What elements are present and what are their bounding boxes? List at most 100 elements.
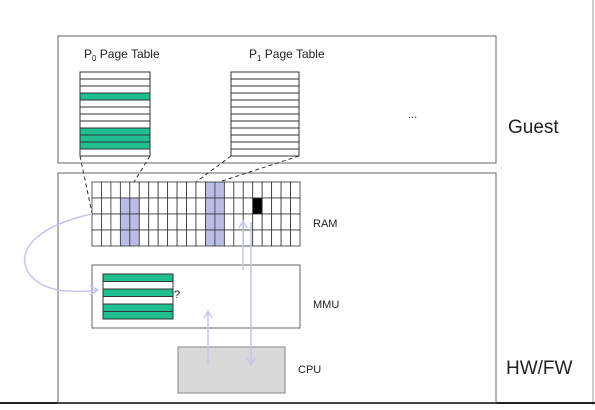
ram-cell — [110, 229, 121, 247]
ram-cell — [91, 229, 102, 247]
ram-cell — [271, 213, 282, 231]
ram-cell — [205, 229, 216, 247]
mmu-table-row — [102, 296, 174, 305]
p1-table-title: P1 Page Table — [249, 47, 325, 63]
ram-cell — [242, 197, 254, 215]
ram-cell — [138, 229, 150, 247]
ram-cell — [290, 229, 301, 247]
ram-grid — [91, 181, 301, 247]
ram-cell — [280, 213, 291, 231]
ram-cell — [176, 197, 187, 215]
ram-cell — [157, 213, 169, 231]
ram-cell — [223, 229, 235, 247]
ram-cell — [271, 197, 282, 215]
p0-table-row — [79, 148, 151, 157]
ram-cell — [223, 213, 235, 231]
p0-table-row — [79, 141, 151, 150]
ram-cell — [186, 229, 197, 247]
ram-cell — [138, 197, 150, 215]
ram-cell — [271, 181, 282, 199]
ram-cell — [157, 229, 169, 247]
p1-table-row — [230, 141, 300, 150]
ram-cell — [290, 197, 301, 215]
p0-table-row — [79, 85, 151, 94]
ram-cell — [271, 229, 282, 247]
ram-cell — [242, 181, 254, 199]
ram-cell — [214, 229, 225, 247]
p0-table-row — [79, 113, 151, 122]
ram-cell — [252, 213, 263, 231]
ram-cell — [205, 213, 216, 231]
ram-cell — [233, 197, 244, 215]
more-tables-ellipsis: ... — [408, 109, 417, 121]
ram-cell — [101, 213, 112, 231]
ram-cell — [280, 229, 291, 247]
p1-table-row — [230, 92, 300, 101]
ram-cell — [290, 181, 301, 199]
p1-table-row — [230, 120, 300, 129]
map-line-p0-left — [79, 155, 93, 214]
ram-cell — [205, 197, 216, 215]
ram-cell — [195, 181, 206, 199]
p1-table-row — [230, 113, 300, 122]
mmu-table-row — [102, 281, 174, 290]
ram-cell — [186, 197, 197, 215]
ram-cell — [214, 181, 225, 199]
ram-cell — [290, 213, 301, 231]
ram-cell — [214, 197, 225, 215]
p0-table-row — [79, 134, 151, 143]
ram-cell — [205, 181, 216, 199]
mmu-table-row — [102, 273, 174, 282]
ram-cell — [176, 213, 187, 231]
mmu-table-row — [102, 288, 174, 297]
mapping-lines — [79, 155, 300, 214]
ram-cell — [148, 213, 159, 231]
ram-cell — [167, 229, 178, 247]
p0-table-row — [79, 127, 151, 136]
p0-table-row — [79, 120, 151, 129]
guest-label: Guest — [508, 117, 559, 138]
ram-cell — [223, 181, 235, 199]
ram-cell — [110, 181, 121, 199]
ram-cell — [233, 181, 244, 199]
ram-cell — [148, 197, 159, 215]
ram-cell — [129, 229, 140, 247]
mmu-table-row — [102, 303, 174, 312]
ram-cell — [176, 181, 187, 199]
ram-cell — [195, 229, 206, 247]
ram-cell — [261, 181, 273, 199]
ram-cell — [119, 213, 131, 231]
cpu-box — [177, 346, 286, 394]
p0-table-row — [79, 106, 151, 115]
p1-table-row — [230, 85, 300, 94]
p0-table-row — [79, 71, 151, 80]
ram-cell — [91, 181, 102, 199]
p0-page-table — [79, 71, 151, 157]
ram-cell — [110, 197, 121, 215]
p0-table-row — [79, 78, 151, 87]
ram-cell — [176, 229, 187, 247]
ram-cell — [119, 229, 131, 247]
ram-cell — [261, 213, 273, 231]
ram-cell — [91, 213, 102, 231]
ram-cell — [280, 181, 291, 199]
ram-cell — [233, 229, 244, 247]
hw-label: HW/FW — [506, 358, 573, 379]
map-line-p1-right — [218, 155, 300, 183]
ram-cell — [157, 181, 169, 199]
map-line-p1-left — [195, 155, 232, 183]
p1-table-row — [230, 106, 300, 115]
mmu-table-row — [102, 311, 174, 320]
hw-box — [57, 172, 497, 404]
p1-table-row — [230, 71, 300, 80]
p1-table-row — [230, 99, 300, 108]
ram-cell — [252, 181, 263, 199]
arrow-mmu-to-ram-head — [238, 219, 248, 229]
ram-cell — [110, 213, 121, 231]
ram-cell — [148, 181, 159, 199]
mmu-label: MMU — [313, 299, 339, 311]
ram-cell — [214, 213, 225, 231]
p0-table-row — [79, 99, 151, 108]
